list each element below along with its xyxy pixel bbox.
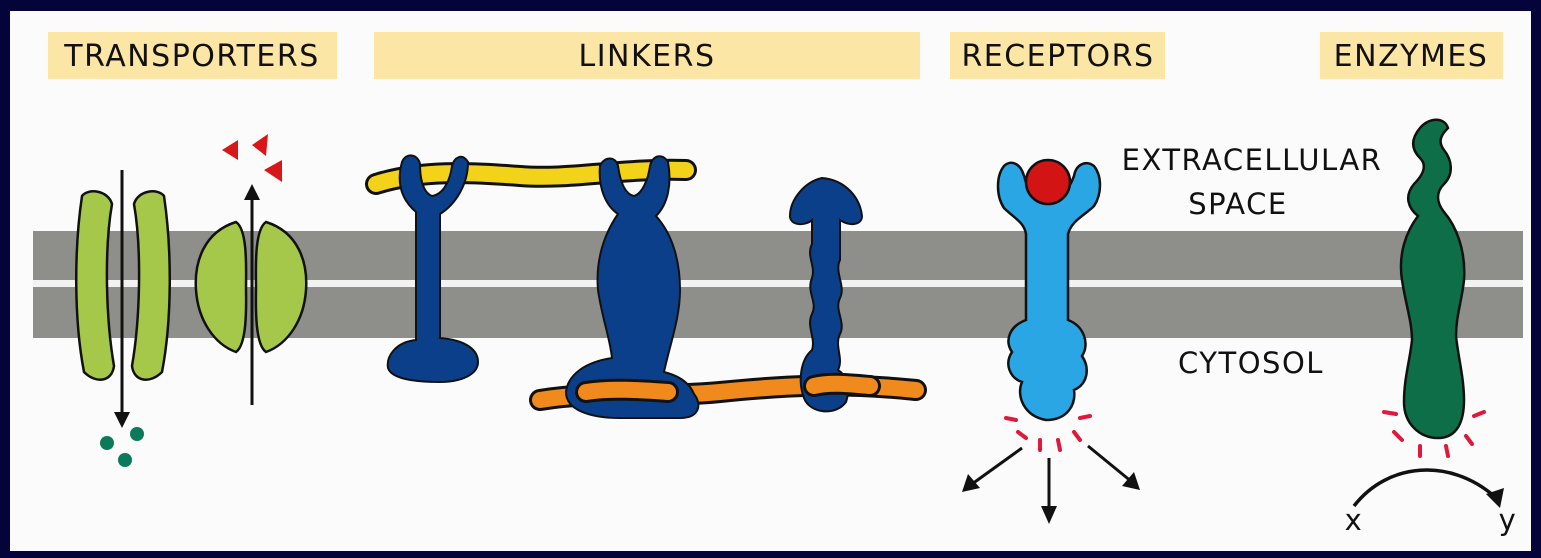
category-linkers: LINKERS xyxy=(374,32,920,79)
category-linkers-label: LINKERS xyxy=(578,39,715,74)
solute-molecule xyxy=(130,427,144,441)
category-receptors-label: RECEPTORS xyxy=(961,39,1154,74)
solute-molecule xyxy=(100,436,114,450)
category-transporters: TRANSPORTERS xyxy=(48,32,337,79)
category-transporters-label: TRANSPORTERS xyxy=(63,39,320,74)
product-y-label: y xyxy=(1499,503,1518,537)
solute-molecule xyxy=(118,453,132,467)
category-enzymes: ENZYMES xyxy=(1320,32,1503,79)
space-label: SPACE xyxy=(1188,187,1287,221)
signal-ligand xyxy=(1026,160,1070,204)
extracellular-label: EXTRACELLULAR xyxy=(1122,143,1383,177)
cytosol-label: CYTOSOL xyxy=(1178,346,1324,380)
linker-fiber-overlap xyxy=(586,390,668,392)
category-enzymes-label: ENZYMES xyxy=(1334,39,1489,74)
category-receptors: RECEPTORS xyxy=(950,32,1165,79)
substrate-x-label: x xyxy=(1345,503,1364,537)
linker-fiber-overlap xyxy=(814,384,870,386)
